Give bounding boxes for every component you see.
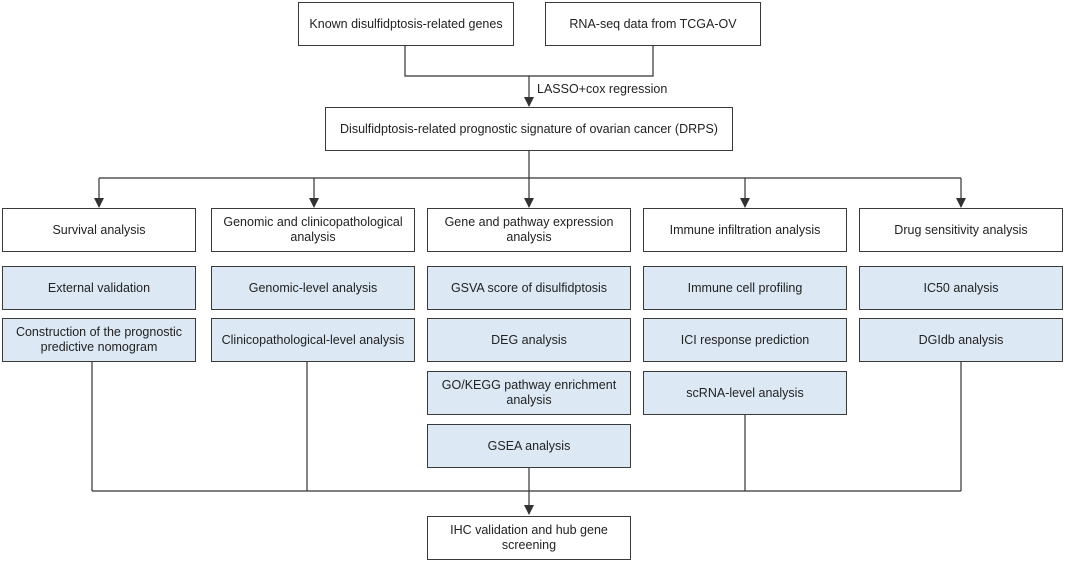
col-5-header: Drug sensitivity analysis (859, 208, 1063, 252)
final-label: IHC validation and hub gene screening (450, 523, 608, 552)
col-1-item-2: Construction of the prognostic predictiv… (2, 318, 196, 362)
input-rnaseq-box: RNA-seq data from TCGA-OV (545, 2, 761, 46)
col-1-item-1-label: External validation (47, 280, 151, 295)
input-merge-line (404, 46, 654, 77)
input-rnaseq-label: RNA-seq data from TCGA-OV (569, 16, 737, 31)
col-2-item-2-label: Clinicopathological-level analysis (221, 332, 405, 347)
col-1-header: Survival analysis (2, 208, 196, 252)
col-5-header-label: Drug sensitivity analysis (894, 222, 1028, 237)
col-1-header-label: Survival analysis (52, 222, 146, 237)
col-1-item-1: External validation (2, 266, 196, 310)
col-5-item-1-label: IC50 analysis (923, 280, 999, 295)
col-3-item-4: GSEA analysis (427, 424, 631, 468)
final-box: IHC validation and hub gene screening (427, 516, 631, 560)
input-genes-box: Known disulfidptosis-related genes (298, 2, 514, 46)
col-4-item-1: Immune cell profiling (643, 266, 847, 310)
col-3-item-3-label: GO/KEGG pathway enrichment analysis (441, 378, 617, 407)
col-2-item-2: Clinicopathological-level analysis (211, 318, 415, 362)
col-3-header-label: Gene and pathway expression analysis (444, 215, 614, 244)
col-5-item-2: DGIdb analysis (859, 318, 1063, 362)
col-5-item-1: IC50 analysis (859, 266, 1063, 310)
col-2-item-1-label: Genomic-level analysis (248, 280, 378, 295)
col-3-item-1: GSVA score of disulfidptosis (427, 266, 631, 310)
col-3-item-1-label: GSVA score of disulfidptosis (450, 280, 608, 295)
col-3-item-3: GO/KEGG pathway enrichment analysis (427, 371, 631, 415)
col-3-item-4-label: GSEA analysis (487, 438, 571, 453)
col-3-header: Gene and pathway expression analysis (427, 208, 631, 252)
signature-box: Disulfidptosis-related prognostic signat… (325, 107, 733, 151)
col-1-item-2-label: Construction of the prognostic predictiv… (15, 325, 183, 354)
col-2-header: Genomic and clinicopathological analysis (211, 208, 415, 252)
col-3-item-2: DEG analysis (427, 318, 631, 362)
col-3-item-2-label: DEG analysis (491, 332, 567, 347)
col-4-header-label: Immune infiltration analysis (669, 222, 821, 237)
method-label: LASSO+cox regression (537, 82, 668, 96)
col-4-item-2: ICI response prediction (643, 318, 847, 362)
col-4-item-3: scRNA-level analysis (643, 371, 847, 415)
col-4-item-3-label: scRNA-level analysis (686, 385, 804, 400)
signature-label: Disulfidptosis-related prognostic signat… (340, 121, 718, 136)
col-4-header: Immune infiltration analysis (643, 208, 847, 252)
input-genes-label: Known disulfidptosis-related genes (309, 16, 503, 31)
col-2-header-label: Genomic and clinicopathological analysis (223, 215, 403, 244)
col-5-item-2-label: DGIdb analysis (918, 332, 1004, 347)
col-2-item-1: Genomic-level analysis (211, 266, 415, 310)
col-4-item-1-label: Immune cell profiling (687, 280, 803, 295)
col-4-item-2-label: ICI response prediction (680, 332, 810, 347)
